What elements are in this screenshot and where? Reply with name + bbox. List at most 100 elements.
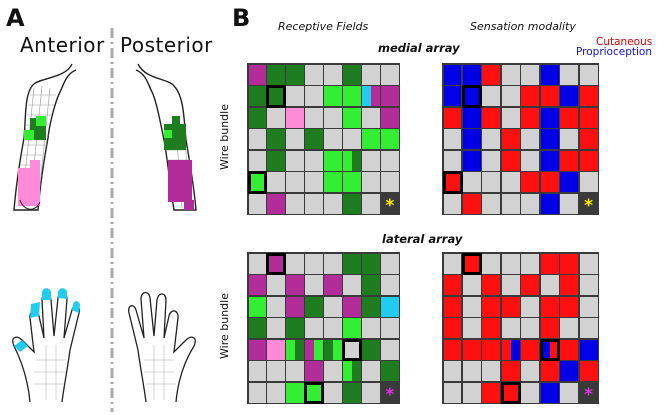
- posterior-arm-illustration: [135, 63, 197, 211]
- electrode-cell: [560, 275, 579, 295]
- electrode-cell: [267, 64, 285, 85]
- electrode-cell: [560, 361, 579, 381]
- electrode-cell: [305, 253, 323, 274]
- electrode-cell: [501, 361, 520, 381]
- electrode-cell: [314, 339, 323, 360]
- electrode-cell: [286, 107, 304, 128]
- electrode-cell: [381, 361, 399, 381]
- electrode-cell: [248, 382, 266, 403]
- electrode-cell: [381, 107, 399, 128]
- electrode-cell: [343, 318, 361, 338]
- electrode-cell: [579, 339, 598, 360]
- electrode-cell: [560, 382, 579, 403]
- electrode-cell: [510, 339, 520, 360]
- electrode-cell: [305, 150, 323, 171]
- electrode-cell: [443, 129, 462, 149]
- electrode-cell: [324, 253, 342, 274]
- electrode-cell: [560, 193, 579, 214]
- electrode-cell: [286, 86, 304, 106]
- electrode-cell: [286, 339, 296, 360]
- electrode-cell: [324, 275, 342, 295]
- electrode-cell: [482, 107, 501, 128]
- electrode-cell: [267, 339, 277, 360]
- electrode-cell: [579, 361, 598, 381]
- electrode-cell: [482, 193, 501, 214]
- electrode-cell: [443, 107, 462, 128]
- electrode-cell: [462, 318, 481, 338]
- electrode-cell: [381, 339, 399, 360]
- electrode-cell: [579, 107, 598, 128]
- sensation-modality-header: Sensation modality: [470, 20, 576, 33]
- body-map-illustration: [12, 28, 197, 412]
- reference-electrode-star: *: [584, 196, 593, 216]
- electrode-cell: [560, 172, 579, 192]
- electrode-cell: [540, 339, 550, 360]
- electrode-cell: [521, 64, 540, 85]
- electrode-cell: [560, 318, 579, 338]
- electrode-cell: [462, 193, 481, 214]
- electrode-cell: [540, 193, 559, 214]
- electrode-cell: [549, 339, 559, 360]
- electrode-cell: [579, 275, 598, 295]
- electrode-cell: [501, 296, 520, 317]
- reference-electrode-star: *: [385, 196, 395, 216]
- electrode-cell: [501, 107, 520, 128]
- electrode-cell: [521, 275, 540, 295]
- electrode-cell: [501, 382, 520, 403]
- electrode-cell: [381, 275, 399, 295]
- electrode-cell: [351, 150, 361, 171]
- electrode-cell: [276, 339, 285, 360]
- electrode-cell: [362, 107, 380, 128]
- electrode-cell: [560, 339, 579, 360]
- electrode-cell: [462, 253, 481, 274]
- electrode-cell: [482, 172, 501, 192]
- electrode-cell: [267, 253, 285, 274]
- electrode-cell: [482, 129, 501, 149]
- electrode-cell: [267, 275, 285, 295]
- electrode-cell: [501, 193, 520, 214]
- electrode-cell: [540, 361, 559, 381]
- electrode-cell: [443, 339, 462, 360]
- electrode-cell: [248, 361, 266, 381]
- electrode-cell: [482, 339, 501, 360]
- electrode-cell: [443, 382, 462, 403]
- electrode-cell: [286, 296, 304, 317]
- electrode-cell: [248, 193, 266, 214]
- electrode-cell: [343, 172, 361, 192]
- electrode-cell: [482, 296, 501, 317]
- panel-a-letter: A: [6, 4, 25, 32]
- electrode-cell: [267, 382, 285, 403]
- medial-modality-grid: *: [442, 63, 599, 216]
- electrode-cell: [462, 64, 481, 85]
- electrode-cell: [482, 86, 501, 106]
- electrode-cell: [560, 129, 579, 149]
- electrode-cell: [482, 361, 501, 381]
- electrode-cell: [443, 296, 462, 317]
- electrode-cell: [362, 296, 380, 317]
- electrode-cell: [248, 64, 266, 85]
- electrode-cell: [248, 86, 266, 106]
- electrode-cell: [305, 86, 323, 106]
- electrode-cell: [579, 172, 598, 192]
- electrode-cell: [381, 382, 399, 403]
- lateral-array-title: lateral array: [382, 232, 463, 246]
- electrode-cell: [305, 361, 323, 381]
- electrode-cell: [501, 64, 520, 85]
- electrode-cell: [248, 318, 266, 338]
- electrode-cell: [443, 361, 462, 381]
- electrode-cell: [521, 86, 540, 106]
- electrode-cell: [305, 275, 323, 295]
- electrode-cell: [521, 318, 540, 338]
- electrode-cell: [482, 64, 501, 85]
- electrode-cell: [443, 150, 462, 171]
- electrode-cell: [540, 275, 559, 295]
- electrode-cell: [286, 382, 304, 403]
- electrode-cell: [362, 382, 380, 403]
- electrode-cell: [579, 296, 598, 317]
- legend-proprioception: Proprioception: [576, 46, 652, 58]
- electrode-cell: [362, 150, 380, 171]
- electrode-cell: [521, 129, 540, 149]
- lateral-receptive-field-grid: *: [247, 252, 400, 405]
- electrode-cell: [305, 172, 323, 192]
- electrode-cell: [267, 107, 285, 128]
